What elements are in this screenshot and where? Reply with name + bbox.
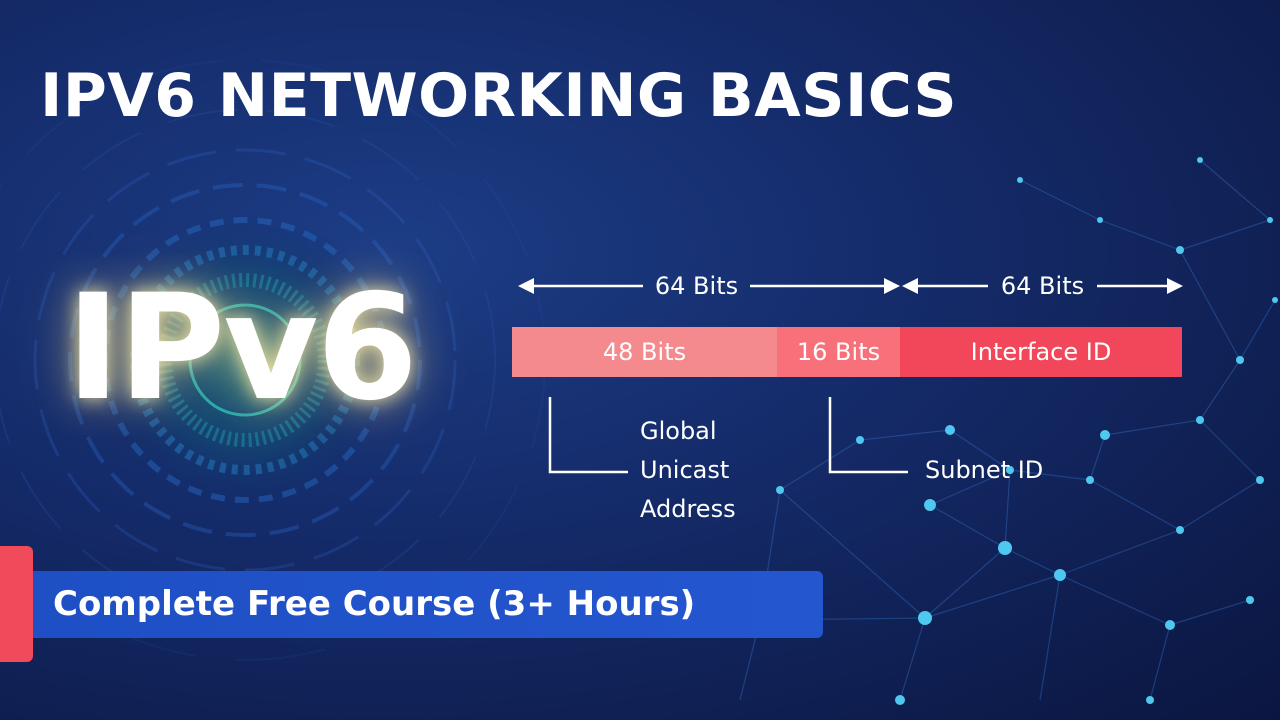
left-64-bits-label: 64 Bits <box>654 272 739 300</box>
global-unicast-bracket <box>548 397 628 474</box>
ipv6-logo-text: IPv6 <box>66 263 418 433</box>
global-unicast-line-3: Address <box>640 495 736 523</box>
right-64-bits-label: 64 Bits <box>1000 272 1085 300</box>
callout-brackets <box>548 397 908 474</box>
course-banner: Complete Free Course (3+ Hours) <box>33 571 823 638</box>
network-nodes-graphic <box>756 157 1278 705</box>
segment-48-bits: 48 Bits <box>512 327 777 377</box>
page-title: IPV6 NETWORKING BASICS <box>40 61 958 131</box>
arrow-head-left-icon <box>518 278 534 294</box>
subnet-id-label: Subnet ID <box>925 456 1044 484</box>
arrow-head-mid-left-icon <box>902 278 918 294</box>
segment-16-bits: 16 Bits <box>777 327 900 377</box>
arrow-head-mid-right-icon <box>884 278 900 294</box>
global-unicast-line-1: Global <box>640 417 717 445</box>
accent-tab <box>0 546 33 662</box>
global-unicast-label: Global Unicast Address <box>640 412 736 529</box>
subnet-id-bracket <box>828 397 908 474</box>
arrow-head-right-icon <box>1167 278 1183 294</box>
global-unicast-line-2: Unicast <box>640 456 730 484</box>
bit-width-arrows <box>518 278 1183 294</box>
course-banner-text: Complete Free Course (3+ Hours) <box>53 584 696 624</box>
segment-interface-id: Interface ID <box>900 327 1182 377</box>
tech-rings-graphic <box>0 59 546 661</box>
